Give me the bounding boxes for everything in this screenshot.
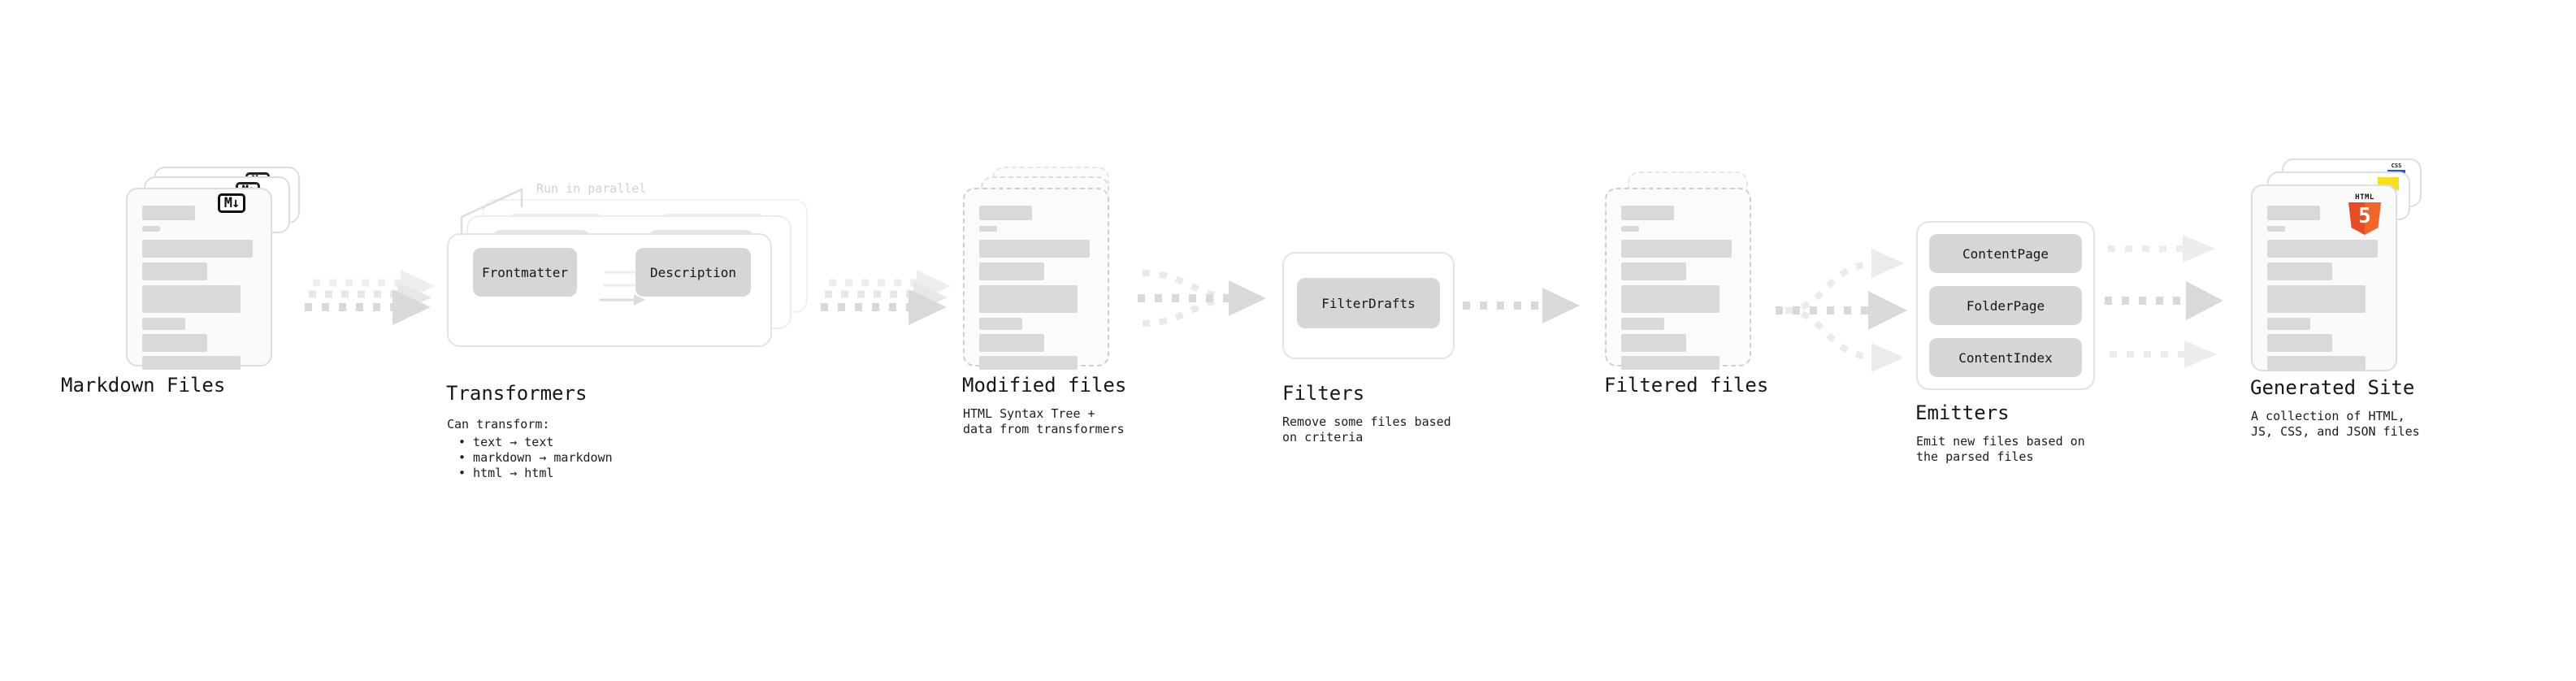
css-badge-text: CSS bbox=[2391, 163, 2402, 169]
transformer-bullets: • text → text• markdown → markdown• html… bbox=[458, 435, 613, 481]
html5-icon: HTML 5 bbox=[2348, 194, 2381, 236]
skeleton-line bbox=[1621, 334, 1686, 352]
generated-site-stack: CSS HTML 5 bbox=[2251, 158, 2438, 410]
arrowhead bbox=[1229, 280, 1266, 316]
stage-title-filters: Filters bbox=[1282, 382, 1365, 405]
skeleton-subtitle bbox=[2267, 226, 2285, 232]
stage-desc-emitters: Emit new files based on the parsed files bbox=[1916, 434, 2085, 464]
connector-modified-to-filters bbox=[1138, 270, 1266, 327]
skeleton-line bbox=[979, 240, 1090, 258]
skeleton-title bbox=[142, 206, 195, 220]
connector-filters-to-filtered bbox=[1463, 288, 1580, 323]
connector-transformers-to-modified bbox=[821, 270, 951, 325]
skeleton-line bbox=[979, 334, 1044, 352]
chip-label: ContentIndex bbox=[1958, 349, 2053, 366]
skeleton-line bbox=[2267, 285, 2366, 313]
arrowhead-middle bbox=[2186, 281, 2223, 320]
stage-filtered-files: Filtered files bbox=[1604, 167, 1792, 410]
skeleton-line bbox=[2267, 240, 2378, 258]
skeleton-line bbox=[1621, 285, 1720, 313]
stage-title-emitters: Emitters bbox=[1915, 401, 2010, 424]
skeleton-line bbox=[142, 240, 253, 258]
chip-label: ContentPage bbox=[1962, 245, 2049, 262]
note-run-in-parallel: Run in parallel bbox=[536, 181, 647, 196]
markdown-file-stack: M↓ M↓ M↓ bbox=[126, 167, 313, 410]
chip-label: Frontmatter bbox=[482, 264, 568, 280]
skeleton-line bbox=[2267, 262, 2332, 280]
bullet-item: • text → text bbox=[458, 435, 554, 449]
arrowhead bbox=[392, 289, 431, 325]
skeleton-subtitle bbox=[979, 226, 997, 232]
stage-desc-transformers: Can transform: bbox=[447, 417, 550, 432]
stage-generated-site: CSS HTML 5 Generated S bbox=[2250, 158, 2438, 439]
chip-description[interactable]: Description bbox=[635, 248, 751, 297]
stage-title-generated-site: Generated Site bbox=[2250, 376, 2415, 399]
stage-title-filtered-files: Filtered files bbox=[1604, 374, 1769, 397]
skeleton-line bbox=[2267, 356, 2366, 370]
arrowhead bbox=[909, 289, 947, 325]
stage-title-modified-files: Modified files bbox=[962, 374, 1127, 397]
skeleton-line bbox=[1621, 356, 1720, 370]
connector-filtered-to-emitters bbox=[1776, 249, 1907, 372]
skeleton-line bbox=[2267, 334, 2332, 352]
skeleton-subtitle bbox=[142, 226, 160, 232]
skeleton-line bbox=[142, 262, 207, 280]
stage-title-transformers: Transformers bbox=[446, 382, 588, 405]
file-card-front bbox=[1605, 188, 1751, 370]
arrowhead-branch-top bbox=[1871, 249, 1904, 278]
modified-file-stack bbox=[963, 167, 1150, 410]
chip-contentindex[interactable]: ContentIndex bbox=[1929, 338, 2082, 377]
skeleton-subtitle bbox=[1621, 226, 1639, 232]
arrowhead-bottom bbox=[2184, 340, 2217, 368]
html5-number: 5 bbox=[2358, 204, 2371, 228]
skeleton-line bbox=[2267, 318, 2310, 330]
connector-markdown-to-transformers bbox=[305, 270, 435, 325]
skeleton-line bbox=[1621, 318, 1664, 330]
skeleton-title bbox=[2267, 206, 2320, 220]
arrowhead bbox=[1542, 288, 1580, 323]
skeleton-line bbox=[142, 334, 207, 352]
chip-filterdrafts[interactable]: FilterDrafts bbox=[1297, 278, 1440, 328]
skeleton-title bbox=[1621, 206, 1674, 220]
stage-title-markdown-files: Markdown Files bbox=[61, 374, 226, 397]
skeleton-line bbox=[142, 318, 185, 330]
run-in-parallel-bracket bbox=[460, 188, 523, 235]
stage-modified-files: Modified files HTML Syntax Tree + data f… bbox=[962, 167, 1150, 436]
bullet-item: • html → html bbox=[458, 466, 554, 480]
arrowhead bbox=[1868, 291, 1907, 330]
file-card-front bbox=[963, 188, 1109, 370]
chip-contentpage[interactable]: ContentPage bbox=[1929, 234, 2082, 273]
chip-frontmatter[interactable]: Frontmatter bbox=[473, 248, 577, 297]
stage-desc-filters: Remove some files based on criteria bbox=[1282, 414, 1451, 445]
stage-desc-modified-files: HTML Syntax Tree + data from transformer… bbox=[963, 406, 1125, 436]
markdown-badge: M↓ bbox=[218, 193, 245, 213]
skeleton-line bbox=[979, 356, 1078, 370]
connector-emitters-to-site bbox=[2105, 235, 2223, 368]
chip-label: FilterDrafts bbox=[1321, 295, 1416, 311]
skeleton-line bbox=[979, 285, 1078, 313]
markdown-badge-text: M↓ bbox=[223, 194, 241, 211]
skeleton-line bbox=[142, 356, 241, 370]
filtered-file-stack bbox=[1605, 167, 1792, 410]
arrowhead-branch-bottom bbox=[1871, 343, 1904, 372]
chip-label: FolderPage bbox=[1966, 297, 2045, 314]
chip-label: Description bbox=[650, 264, 736, 280]
chip-folderpage[interactable]: FolderPage bbox=[1929, 286, 2082, 325]
stage-markdown-files: M↓ M↓ M↓ Markdown Files bbox=[61, 167, 313, 410]
arrowhead-top bbox=[2183, 235, 2215, 262]
skeleton-line bbox=[1621, 240, 1732, 258]
skeleton-line bbox=[142, 285, 241, 313]
file-card-front bbox=[126, 188, 272, 370]
skeleton-line bbox=[1621, 262, 1686, 280]
skeleton-line bbox=[979, 262, 1044, 280]
skeleton-title bbox=[979, 206, 1032, 220]
stage-desc-generated-site: A collection of HTML, JS, CSS, and JSON … bbox=[2251, 409, 2420, 439]
html5-wordmark: HTML bbox=[2355, 193, 2374, 202]
skeleton-line bbox=[979, 318, 1022, 330]
bullet-item: • markdown → markdown bbox=[458, 450, 613, 465]
